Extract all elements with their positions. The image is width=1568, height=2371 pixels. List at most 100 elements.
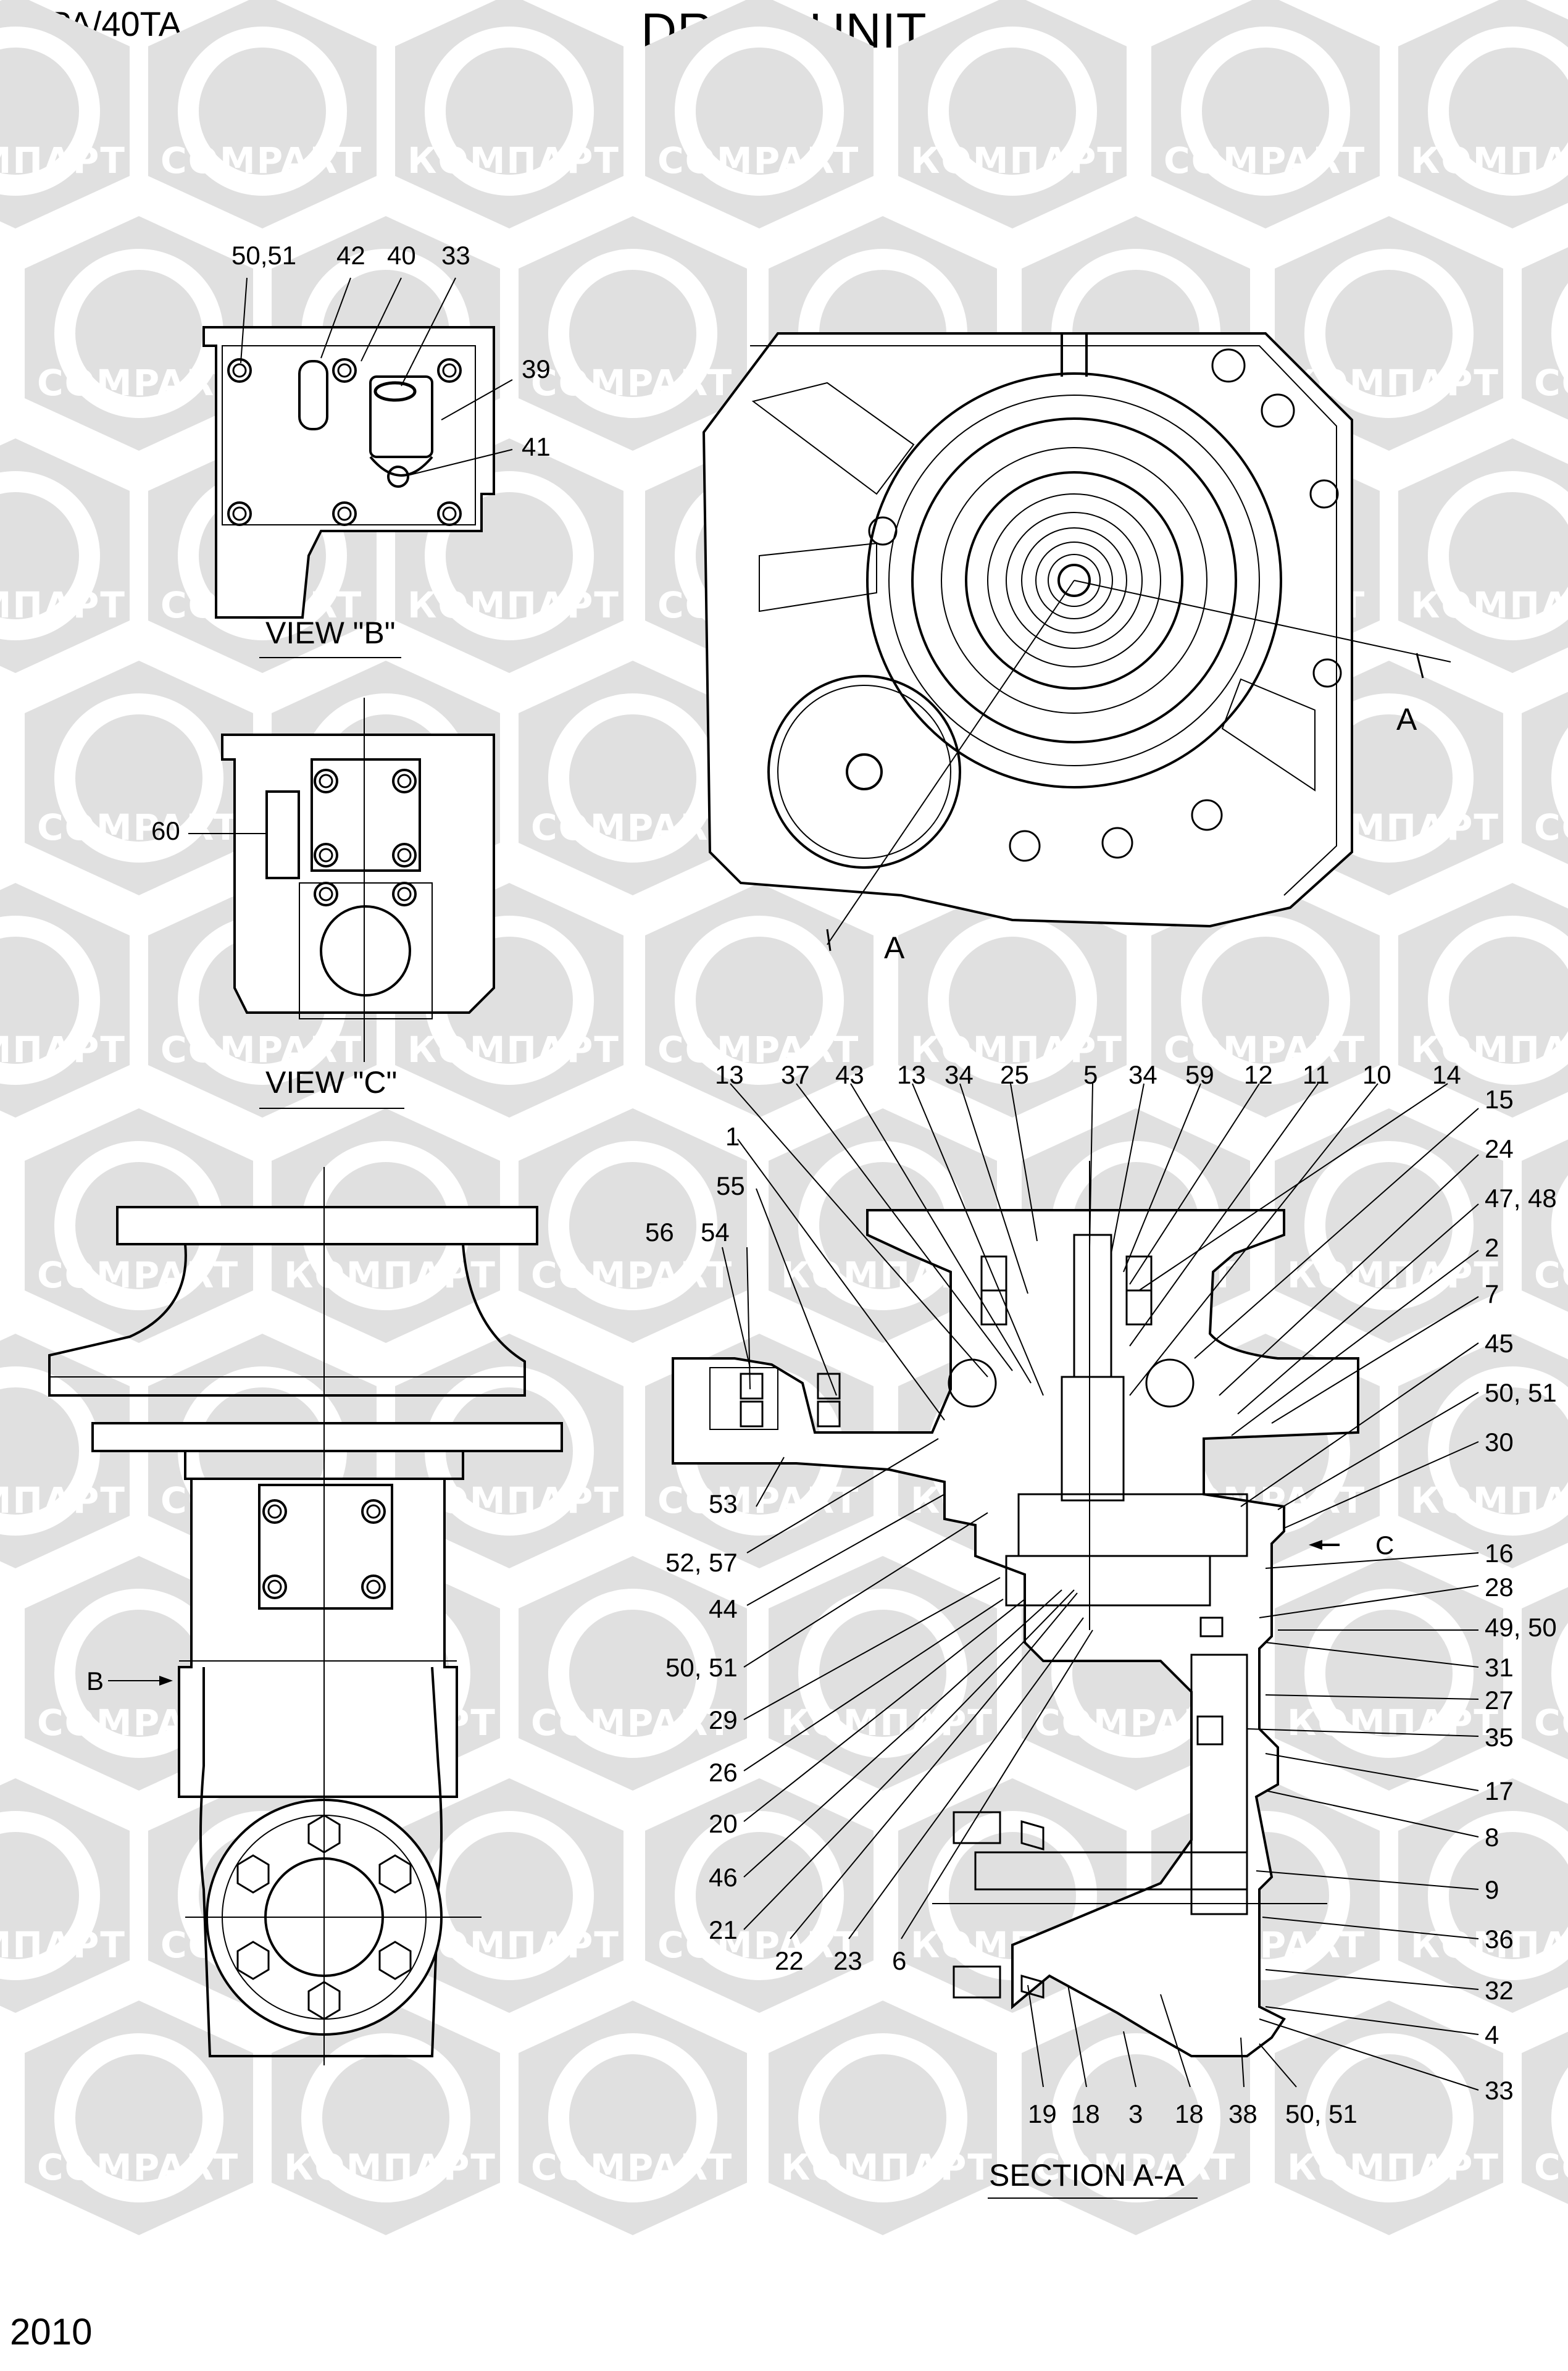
watermark-logo — [25, 661, 253, 895]
callout: 36 — [1485, 1925, 1514, 1954]
callout: 54 — [701, 1218, 730, 1247]
view-c-caption: VIEW "C" — [265, 1065, 397, 1100]
watermark-text: КОМПАРТ — [1411, 1924, 1568, 1966]
watermark-logo — [1398, 1334, 1568, 1568]
front-view-section-marks: A A — [884, 702, 1417, 965]
callout: 50, 51 — [1485, 1378, 1557, 1407]
watermark-logo — [0, 438, 130, 673]
watermark-text: КОМПАРТ — [1287, 2146, 1499, 2188]
watermark-logo — [1275, 1108, 1503, 1343]
watermark-logo — [645, 0, 874, 228]
view-arrow-label: B — [86, 1666, 104, 1696]
callout: 2 — [1485, 1233, 1499, 1262]
watermark-text: COMPART — [161, 140, 362, 182]
callout: 32 — [1485, 1976, 1514, 2005]
callout: 35 — [1485, 1723, 1514, 1752]
watermark-text: КОМПАРТ — [1411, 140, 1568, 182]
callout: 56 — [645, 1218, 674, 1247]
callout: 10 — [1362, 1060, 1391, 1089]
watermark-text: COMPART — [531, 1254, 733, 1296]
watermark-logo — [1522, 661, 1568, 895]
watermark-logo — [1398, 883, 1568, 1118]
watermark-text: КОМПАРТ — [0, 140, 126, 182]
section-aa-callouts: 13 37 43 13 34 25 5 34 59 12 11 10 14 1 … — [645, 1060, 1557, 2193]
callout: 24 — [1485, 1134, 1514, 1163]
callout: 40 — [387, 241, 416, 270]
section-aa-leaders — [722, 1083, 1479, 2091]
callout: 18 — [1071, 2099, 1100, 2128]
watermark-logo — [645, 1778, 874, 2013]
watermark-logo — [1398, 1778, 1568, 2013]
callout: 4 — [1485, 2020, 1499, 2049]
callout: 50, 51 — [1285, 2099, 1357, 2128]
watermark-text: COMPART — [657, 140, 859, 182]
watermark-text: COMPART — [37, 1254, 239, 1296]
watermark-text: КОМПАРТ — [1411, 1029, 1568, 1071]
callout: 7 — [1485, 1279, 1499, 1308]
watermark-logo — [25, 2001, 253, 2235]
view-b-callouts: 50,51 42 40 33 39 41 VIEW "B" — [231, 241, 551, 650]
callout: 39 — [522, 354, 551, 383]
callout: 44 — [709, 1594, 738, 1623]
callout: 43 — [835, 1060, 864, 1089]
watermark-logo — [519, 2001, 747, 2235]
watermark-text: КОМПАРТ — [781, 2146, 993, 2188]
watermark-text: КОМПАРТ — [1287, 1254, 1499, 1296]
watermark-text: COMPART — [37, 806, 239, 848]
callout: 23 — [833, 1946, 862, 1975]
view-c-drawing — [188, 698, 495, 1109]
watermark-text: КОМПАРТ — [407, 1924, 620, 1966]
callout: 59 — [1185, 1060, 1214, 1089]
watermark-logo — [0, 883, 130, 1118]
watermark-text: COMPART — [531, 1702, 733, 1744]
callout: 50, 51 — [665, 1653, 738, 1682]
callout: 18 — [1175, 2099, 1204, 2128]
watermark-text: COMPART — [657, 1479, 859, 1521]
watermark-logo — [1522, 2001, 1568, 2235]
watermark-text: COMPART — [657, 1924, 859, 1966]
callout: 5 — [1083, 1060, 1098, 1089]
callout: 33 — [441, 241, 470, 270]
watermark-text: COMPART — [1164, 140, 1366, 182]
watermark-text: COMPART — [1534, 1254, 1568, 1296]
watermark-logo — [1522, 1556, 1568, 1791]
callout: 60 — [151, 816, 180, 845]
callout: 3 — [1128, 2099, 1143, 2128]
callout: 33 — [1485, 2076, 1514, 2105]
callout: 29 — [709, 1705, 738, 1734]
callout: 31 — [1485, 1653, 1514, 1682]
callout: 26 — [709, 1758, 738, 1787]
watermark-text: КОМПАРТ — [0, 1479, 126, 1521]
watermark-text: КОМПАРТ — [407, 1029, 620, 1071]
watermark-text: КОМПАРТ — [1287, 1702, 1499, 1744]
watermark-logo — [272, 2001, 500, 2235]
callout: 34 — [1128, 1060, 1157, 1089]
watermark-logo — [148, 0, 377, 228]
watermark-text: COMPART — [37, 2146, 239, 2188]
watermark-text: КОМПАРТ — [911, 140, 1123, 182]
watermark-text: КОМПАРТ — [1411, 1479, 1568, 1521]
watermark-logo — [0, 0, 130, 228]
callout: 34 — [945, 1060, 974, 1089]
callout: 19 — [1028, 2099, 1057, 2128]
front-view-drawing — [702, 332, 1451, 951]
callout: 17 — [1485, 1776, 1514, 1805]
watermark-text: КОМПАРТ — [0, 1924, 126, 1966]
callout: 1 — [725, 1122, 740, 1151]
watermark-text: КОМПАРТ — [407, 140, 620, 182]
watermark-text: КОМПАРТ — [0, 584, 126, 626]
watermark-text: COMPART — [1034, 2146, 1236, 2188]
view-arrow-label: C — [1375, 1531, 1394, 1560]
watermark-logo — [1275, 1556, 1503, 1791]
callout: 49, 50 — [1485, 1613, 1557, 1642]
callout: 37 — [781, 1060, 810, 1089]
watermark-text: COMPART — [1164, 1029, 1366, 1071]
watermark-logo — [395, 0, 623, 228]
watermark-logo — [1398, 438, 1568, 673]
page-number: 2010 — [10, 2311, 93, 2352]
callout: 46 — [709, 1863, 738, 1892]
watermark-logo — [898, 0, 1127, 228]
section-aa-caption: SECTION A-A — [989, 2158, 1185, 2193]
watermark-logo — [1522, 216, 1568, 451]
callout: 14 — [1432, 1060, 1461, 1089]
